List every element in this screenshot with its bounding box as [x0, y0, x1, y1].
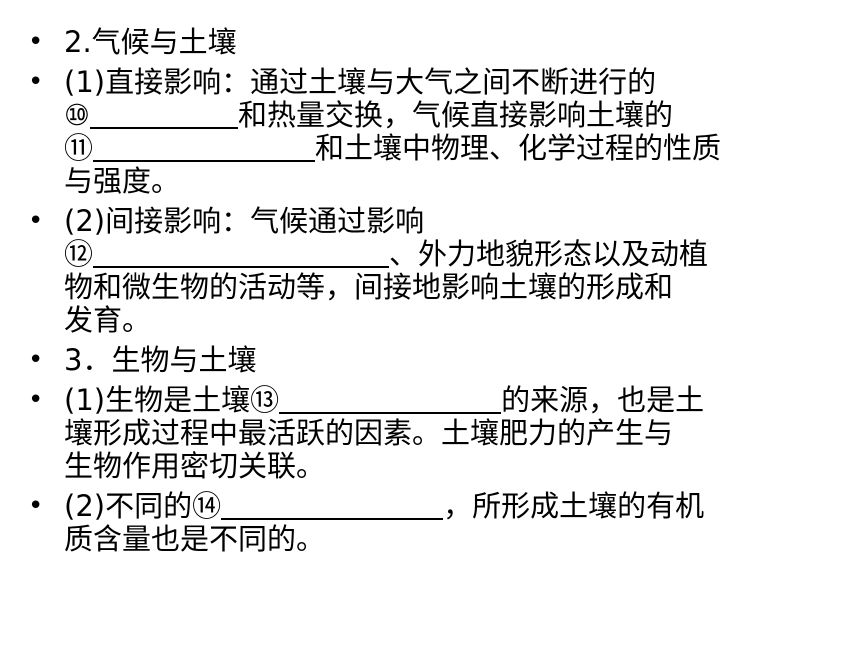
blank-13[interactable]: [279, 384, 502, 414]
text-line: 与强度。: [64, 164, 181, 198]
bullet-item-climate-heading: • 2.气候与土壤: [28, 26, 828, 59]
bullet-dot: •: [28, 385, 44, 415]
text-line: 壤形成过程中最活跃的因素。土壤肥力的产生与: [64, 416, 674, 450]
text-segment: (2)不同的⑭: [64, 489, 222, 523]
blank-number: ⑪: [64, 131, 94, 165]
bullet-item-biology-heading: • 3．生物与土壤: [28, 344, 828, 377]
text-line: (2)间接影响：气候通过影响: [64, 204, 425, 238]
bullet-dot: •: [28, 345, 44, 375]
text-line: ⑩ 和热量交换，气候直接影响土壤的: [64, 99, 828, 132]
blank-number: ⑫: [64, 237, 94, 271]
bullet-item-direct-influence: • (1)直接影响：通过土壤与大气之间不断进行的 ⑩ 和热量交换，气候直接影响土壤…: [28, 66, 828, 198]
bullet-dot: •: [28, 206, 44, 236]
bullet-item-indirect-influence: • (2)间接影响：气候通过影响 ⑫ 、外力地貌形态以及动植 物和微生物的活动等，…: [28, 205, 828, 337]
bullet-dot: •: [28, 491, 44, 521]
text-line: (1)生物是土壤⑬ 的来源，也是土: [64, 384, 828, 417]
text-line: 3．生物与土壤: [64, 343, 257, 377]
bullet-item-organic-content: • (2)不同的⑭ ，所形成土壤的有机 质含量也是不同的。: [28, 490, 828, 556]
text-line: ⑫ 、外力地貌形态以及动植: [64, 238, 828, 271]
blank-number: ⑩: [64, 98, 90, 132]
text-line: 生物作用密切关联。: [64, 449, 326, 483]
bullet-dot: •: [28, 67, 44, 97]
text-line: 物和微生物的活动等，间接地影响土壤的形成和: [64, 270, 674, 304]
bullet-list: • 2.气候与土壤 • (1)直接影响：通过土壤与大气之间不断进行的 ⑩ 和热量交…: [28, 26, 828, 563]
blank-11[interactable]: [93, 132, 316, 162]
text-line: (1)直接影响：通过土壤与大气之间不断进行的: [64, 65, 657, 99]
text-line: (2)不同的⑭ ，所形成土壤的有机: [64, 490, 828, 523]
text-line: 2.气候与土壤: [64, 25, 237, 59]
text-segment: 、外力地貌形态以及动植: [389, 237, 709, 271]
text-line: 质含量也是不同的。: [64, 522, 326, 556]
bullet-dot: •: [28, 27, 44, 57]
blank-14[interactable]: [221, 490, 444, 520]
text-segment: ，所形成土壤的有机: [443, 489, 705, 523]
text-segment: 和土壤中物理、化学过程的性质: [315, 131, 722, 165]
bullet-item-organism-source: • (1)生物是土壤⑬ 的来源，也是土 壤形成过程中最活跃的因素。土壤肥力的产生与…: [28, 384, 828, 483]
blank-12[interactable]: [93, 238, 390, 268]
text-line: 发育。: [64, 303, 152, 337]
text-line: ⑪ 和土壤中物理、化学过程的性质: [64, 132, 828, 165]
blank-10[interactable]: [90, 99, 238, 129]
text-segment: 的来源，也是土: [501, 383, 705, 417]
text-segment: (1)生物是土壤⑬: [64, 383, 280, 417]
text-segment: 和热量交换，气候直接影响土壤的: [238, 98, 674, 132]
